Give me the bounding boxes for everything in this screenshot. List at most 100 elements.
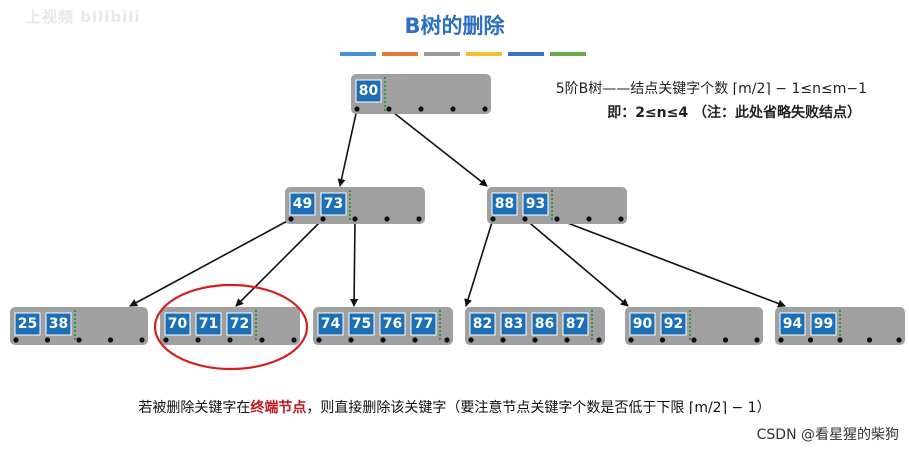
internal-node-2-pointer — [618, 216, 624, 222]
leaf-node-5-pointer — [659, 337, 666, 343]
highlight-ring — [153, 283, 309, 371]
color-bar-6 — [550, 52, 586, 56]
leaf-node-1-pointer — [139, 337, 145, 343]
edge-root-left — [337, 108, 358, 187]
root-node-box — [351, 74, 491, 114]
internal-node-1-key: 73 — [324, 196, 343, 212]
leaf-node-4-key: 86 — [535, 316, 554, 332]
slide-title: B树的删除 — [404, 14, 505, 38]
internal-node-1-key-box — [320, 192, 347, 216]
leaf-node-1-pointer — [44, 337, 51, 343]
leaf-node-4-key: 82 — [473, 316, 492, 332]
csdn-credit: CSDN @看星猩的柴狗 — [756, 427, 899, 443]
leaf-node-6-pointer — [807, 337, 814, 343]
edge-l1a-leaf1 — [129, 218, 292, 307]
color-bar-3 — [424, 52, 460, 56]
leaf-node-2-key-box — [164, 312, 191, 336]
leaf-node-2-key-box — [226, 312, 253, 336]
internal-node-1-box — [285, 187, 425, 224]
root-node-pointer — [354, 106, 360, 112]
leaf-node-3-key: 76 — [383, 316, 402, 332]
internal-node-1-pointer — [288, 216, 294, 222]
edge-l1b-leaf4 — [464, 218, 494, 307]
internal-node-1: 49 73 — [285, 187, 425, 224]
internal-node-1-pointer — [384, 216, 390, 222]
internal-node-1-key-box — [289, 192, 316, 216]
leaf-node-3-pointer — [380, 337, 386, 343]
leaf-node-5-key: 90 — [633, 316, 653, 332]
internal-node-2-box — [487, 187, 627, 224]
leaf-node-4-key-box — [469, 312, 496, 336]
leaf-node-5-pointer — [691, 337, 697, 343]
rule-line-1: 5阶B树——结点关键字个数 ⌈m/2⌉ − 1≤n≤m−1 — [555, 81, 867, 97]
color-bar-5 — [508, 52, 544, 56]
internal-node-1-pointer — [320, 216, 326, 222]
footer-note: 若被删除关键字在终端节点，则直接删除该关键字（要注意节点关键字个数是否低于下限 … — [0, 397, 909, 417]
leaf-node-2-pointer — [195, 337, 201, 343]
leaf-node-2-pointer — [227, 337, 233, 343]
leaf-node-3-key-box — [348, 312, 375, 336]
internal-node-1-key: 49 — [293, 196, 312, 212]
internal-node-2-pointer — [586, 216, 592, 222]
color-bar-4 — [466, 52, 502, 56]
color-bar-1 — [340, 52, 376, 56]
leaf-node-5-pointer — [754, 337, 760, 343]
leaf-node-6-key: 94 — [783, 316, 803, 332]
leaf-node-4-pointer — [468, 337, 474, 343]
leaf-node-2-key: 71 — [199, 316, 218, 332]
root-node-pointer — [450, 106, 456, 112]
edge-l1b-leaf5 — [524, 218, 629, 307]
leaf-node-2-pointer — [259, 337, 265, 343]
leaf-node-3-pointer — [444, 337, 450, 343]
leaf-node-4-key: 83 — [504, 316, 523, 332]
leaf-node-2-pointer — [163, 337, 169, 343]
leaf-node-4-pointer — [564, 337, 570, 343]
leaf-node-2-key: 70 — [168, 316, 188, 332]
edge-l1b-leaf6 — [556, 218, 786, 308]
leaf-node-3-key: 75 — [352, 316, 371, 332]
leaf-node-3-key-box — [379, 312, 406, 336]
edge-l1a-leaf3 — [350, 218, 359, 307]
footer-highlight: 终端节点 — [250, 400, 307, 416]
footer-text-after: ，则直接删除该关键字（要注意节点关键字个数是否低于下限 ⌈m/2⌉ − 1） — [306, 400, 771, 416]
leaf-node-4-key-box — [500, 312, 527, 336]
leaf-node-2-key-box — [195, 312, 222, 336]
root-node: 80 — [351, 74, 491, 114]
leaf-node-2-pointer — [291, 337, 297, 343]
leaf-node-1-pointer — [76, 337, 82, 343]
root-node-pointer — [386, 106, 392, 112]
rule-line-2: 即：2≤n≤4 （注：此处省略失败结点） — [607, 105, 861, 121]
leaf-node-6-key-box — [810, 312, 837, 336]
root-node-key-box — [355, 79, 382, 103]
leaf-node-5-box — [625, 307, 763, 345]
leaf-node-6-pointer — [896, 337, 902, 343]
internal-node-1-pointer — [416, 216, 422, 222]
internal-node-2-key-box — [522, 192, 549, 216]
leaf-node-6-pointer — [837, 337, 843, 343]
leaf-node-1-key-box — [14, 312, 41, 336]
edge-l1a-leaf2 — [235, 218, 324, 307]
internal-node-1-pointer — [352, 216, 358, 222]
root-node-key: 80 — [359, 83, 379, 99]
video-watermark: 上视频 bilibili — [26, 8, 141, 26]
leaf-node-3-key: 74 — [321, 316, 341, 332]
leaf-node-4-pointer — [596, 337, 602, 343]
leaf-node-5-pointer — [628, 337, 634, 343]
leaf-node-1-box — [10, 307, 148, 345]
leaf-node-3-pointer — [348, 337, 354, 343]
root-node-pointer — [482, 106, 488, 112]
leaf-node-1-pointer — [13, 337, 19, 343]
internal-node-2-key-box — [491, 192, 518, 216]
color-bar-2 — [382, 52, 418, 56]
leaf-node-3-key-box — [317, 312, 344, 336]
leaf-node-6-pointer — [778, 337, 784, 343]
leaf-node-4-key-box — [531, 312, 558, 336]
leaf-node-1-key: 38 — [49, 316, 68, 332]
